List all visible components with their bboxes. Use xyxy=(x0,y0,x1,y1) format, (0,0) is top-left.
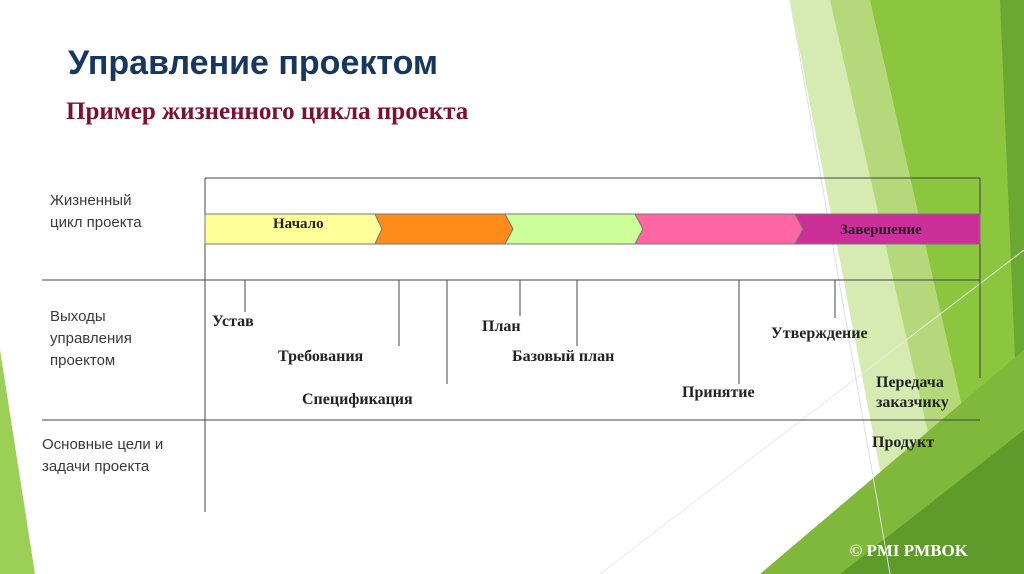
output-approval: Утверждение xyxy=(771,325,868,342)
green-triangle-left xyxy=(0,350,35,574)
phase-label-closing: Завершение xyxy=(840,222,922,238)
page-subtitle: Пример жизненного цикла проекта xyxy=(66,98,469,125)
output-specification: Спецификация xyxy=(302,391,413,408)
phase-arrow-closing xyxy=(794,213,981,245)
output-charter: Устав xyxy=(212,313,254,330)
phase-arrow-4 xyxy=(634,213,804,245)
phase-label-initiation: Начало xyxy=(273,216,324,232)
green-bottom-wedge-dark xyxy=(840,430,1024,574)
output-product: Продукт xyxy=(872,434,935,451)
output-baseline: Базовый план xyxy=(512,348,615,365)
row-label-goals: Основные цели и задачи проекта xyxy=(42,436,164,475)
phase-arrow-2 xyxy=(374,213,514,245)
output-plan: План xyxy=(482,318,521,335)
phase-arrow-3 xyxy=(504,213,644,245)
row-label-outputs: Выходы управления проектом xyxy=(50,308,132,369)
output-handover: Передача заказчику xyxy=(876,374,949,411)
copyright-label: © PMI PMBOK xyxy=(849,541,968,560)
output-acceptance: Принятие xyxy=(682,384,755,401)
row-label-lifecycle: Жизненный цикл проекта xyxy=(50,192,142,231)
output-requirements: Требования xyxy=(278,348,364,365)
page-title: Управление проектом xyxy=(68,44,439,82)
